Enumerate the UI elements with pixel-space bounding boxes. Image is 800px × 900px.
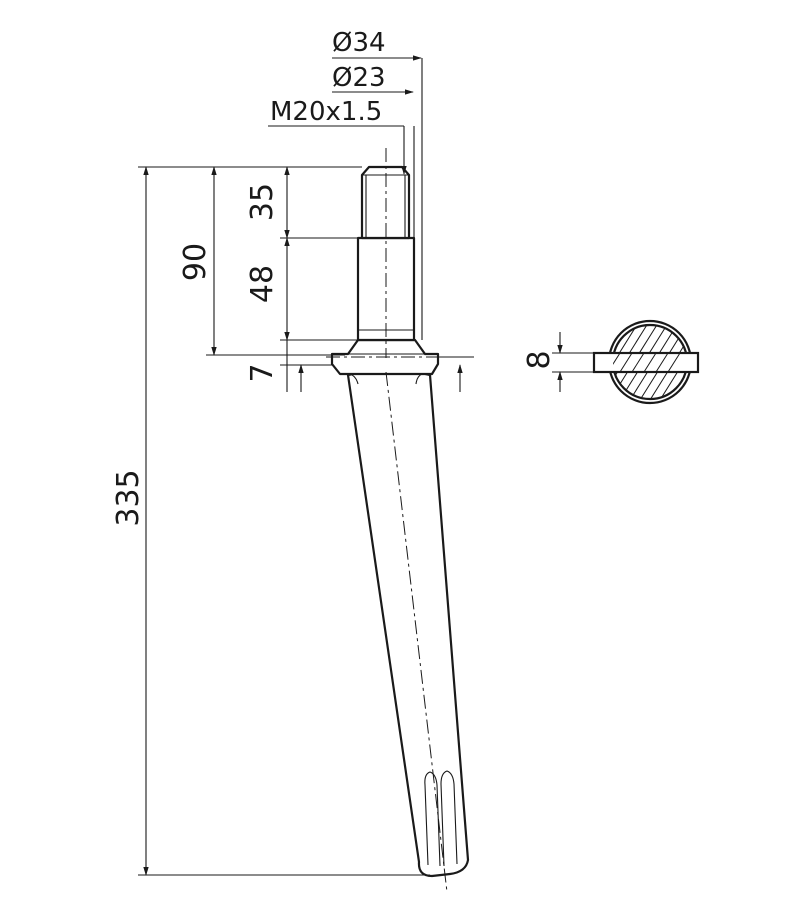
label-shoulder-length: 48	[245, 265, 280, 303]
label-section-thickness: 8	[522, 350, 557, 369]
label-inner-diameter: Ø23	[332, 63, 386, 93]
extension-lines	[138, 58, 474, 876]
collar-fillet-left	[349, 373, 359, 385]
label-thread: M20x1.5	[270, 97, 382, 127]
collar-fillet-right	[415, 373, 423, 385]
tine-tip-groove-left	[424, 771, 441, 867]
cross-section-view: 8	[522, 319, 700, 405]
dimension-labels: Ø34 Ø23 M20x1.5 335 90 35 48 7	[111, 28, 386, 527]
label-collar-thickness: 7	[245, 363, 280, 382]
tine-tip-groove-right	[440, 770, 458, 867]
label-overall-length: 335	[111, 469, 146, 526]
section-blade-bar	[592, 351, 700, 374]
label-thread-length: 35	[245, 183, 280, 221]
tine-part	[326, 148, 470, 893]
blade-center-line	[385, 371, 448, 893]
section-bar-hatching	[613, 352, 681, 373]
label-shank-length: 90	[178, 243, 213, 281]
tine-blade	[346, 370, 470, 878]
dimension-lines	[143, 55, 463, 876]
label-outer-diameter: Ø34	[332, 28, 386, 58]
